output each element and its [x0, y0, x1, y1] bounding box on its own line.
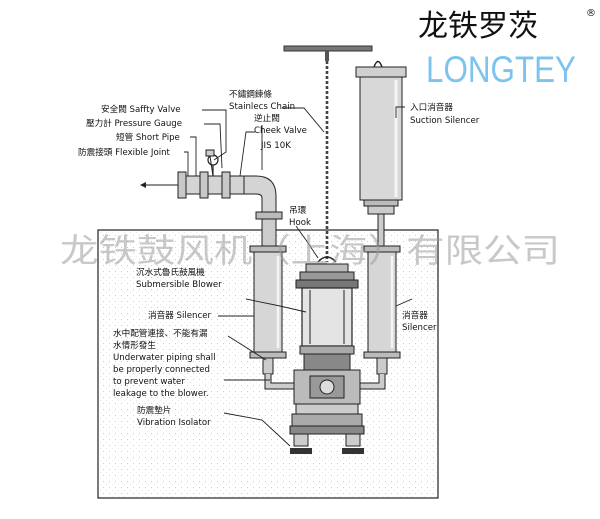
label-piping-note-en-4: leakage to the blower.: [113, 389, 209, 399]
label-stainless-chain-cn: 不鏽鋼鍊條: [229, 88, 272, 100]
label-suction-silencer-cn: 入口消音器: [410, 101, 453, 113]
label-piping-note-cn-2: 水情形發生: [113, 339, 156, 351]
crane-beam: [283, 45, 373, 52]
label-piping-note-en-2: be properly connected: [113, 365, 210, 375]
label-suction-silencer-en: Suction Silencer: [410, 116, 480, 126]
label-blower-cn: 沉水式魯氏鼓風機: [136, 266, 205, 278]
label-silencer-left: 消音器 Silencer: [148, 309, 211, 321]
beam-mount: [325, 51, 329, 61]
label-piping-note-en-1: Underwater piping shall: [113, 353, 216, 363]
label-jis-10k: JIS 10K: [260, 141, 291, 151]
label-isolator-en: Vibration Isolator: [137, 418, 211, 428]
label-silencer-right-cn: 消音器: [402, 309, 428, 321]
label-hook-cn: 吊環: [289, 205, 307, 216]
label-short-pipe: 短管 Short Pipe: [116, 131, 180, 143]
label-hook-en: Hook: [289, 218, 311, 228]
label-check-valve-cn: 逆止閥: [254, 112, 280, 124]
label-piping-note-cn-1: 水中配管連接、不能有漏: [113, 327, 208, 339]
brand-name-en: LONGTEY: [426, 49, 576, 90]
label-stainless-chain-en: Stainlecs Chain: [229, 102, 295, 112]
suction-silencer: [355, 60, 407, 255]
label-piping-note-en-3: to prevent water: [113, 377, 185, 387]
label-check-valve-en: Cheek Valve: [254, 126, 307, 136]
label-pressure-gauge: 壓力計 Pressure Gauge: [86, 117, 182, 129]
label-blower-en: Submersible Blower: [136, 280, 222, 290]
leader-lines: [184, 106, 413, 447]
label-safety-valve: 安全閥 Saffty Valve: [101, 103, 181, 115]
right-silencer: [356, 245, 401, 390]
company-watermark: 龙铁鼓风机（上海）有限公司: [60, 231, 560, 270]
registered-mark: ®: [586, 8, 596, 19]
label-isolator-cn: 防震墊片: [137, 404, 171, 416]
label-flexible-joint: 防震接頭 Flexible Joint: [78, 146, 171, 158]
label-silencer-right-en: Silencer: [402, 323, 437, 333]
submersible-blower: [289, 256, 365, 447]
brand-name-cn: 龙铁罗茨: [418, 9, 538, 44]
vibration-isolators: [290, 448, 364, 454]
